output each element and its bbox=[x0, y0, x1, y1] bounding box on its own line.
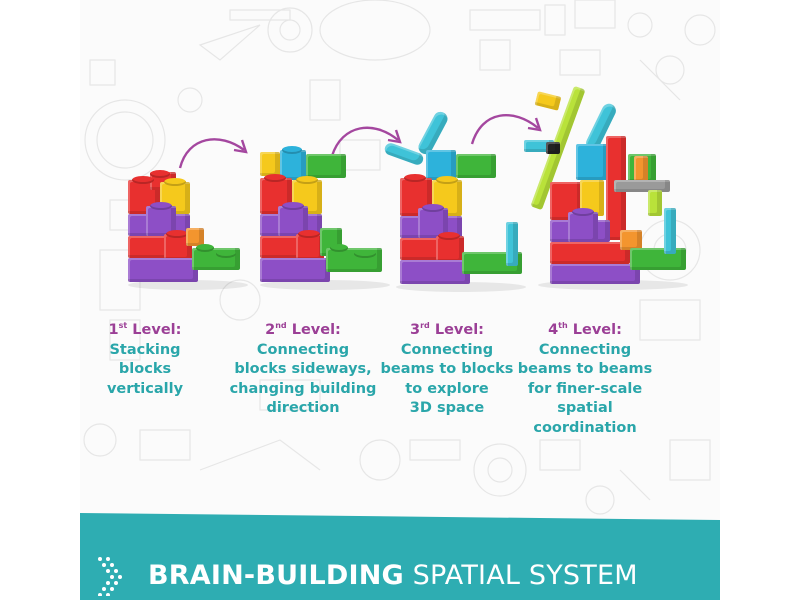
dots-chevron-icon bbox=[98, 557, 122, 596]
banner-title: BRAIN-BUILDING SPATIAL SYSTEM bbox=[148, 559, 638, 593]
level-3-caption: 3rd Level: Connecting beams to blocks to… bbox=[372, 316, 522, 419]
arrow-level-2-to-3-icon bbox=[330, 126, 402, 157]
level-1-block-build bbox=[128, 170, 248, 292]
level-1-title: 1st Level: bbox=[108, 321, 182, 338]
level-2-block-build bbox=[260, 146, 390, 292]
level-1-description: Stacking blocks vertically bbox=[106, 341, 184, 397]
level-1-caption: 1st Level: Stacking blocks vertically bbox=[80, 316, 220, 399]
level-3-title: 3rd Level: bbox=[410, 321, 484, 338]
arrow-level-1-to-2-icon bbox=[178, 138, 248, 169]
level-2-caption: 2nd Level: Connecting blocks sideways, c… bbox=[228, 316, 378, 419]
level-4-title: 4th Level: bbox=[548, 321, 622, 338]
brand-banner: BRAIN-BUILDING SPATIAL SYSTEM bbox=[80, 513, 720, 600]
infographic-canvas: 1st Level: Stacking blocks vertically 2n… bbox=[80, 0, 720, 600]
banner-title-light: SPATIAL SYSTEM bbox=[403, 560, 638, 591]
level-3-block-build bbox=[382, 109, 532, 294]
level-2-description: Connecting blocks sideways, changing bui… bbox=[229, 341, 377, 417]
level-4-block-build bbox=[524, 84, 694, 294]
arrow-level-3-to-4-icon bbox=[470, 114, 542, 145]
level-4-description: Connecting beams to beams for finer-scal… bbox=[517, 341, 653, 436]
banner-title-bold: BRAIN-BUILDING bbox=[148, 560, 404, 591]
level-2-title: 2nd Level: bbox=[265, 321, 341, 338]
level-4-caption: 4th Level: Connecting beams to beams for… bbox=[510, 316, 660, 438]
level-3-description: Connecting beams to blocks to explore 3D… bbox=[380, 341, 514, 417]
